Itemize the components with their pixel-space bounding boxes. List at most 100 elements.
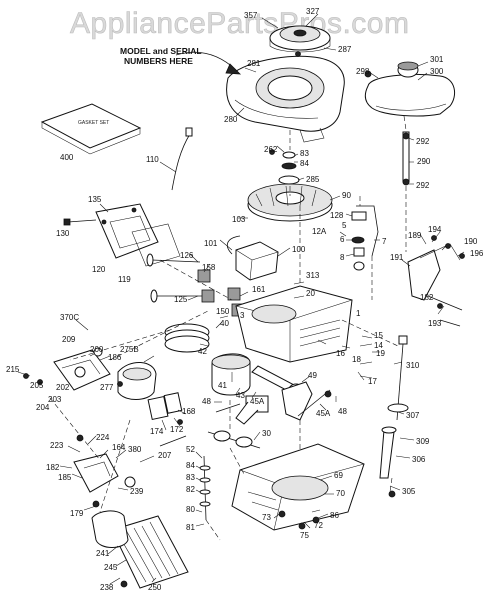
- callout-43: 43: [236, 391, 245, 400]
- governor-parts: [351, 211, 367, 271]
- callout-202: 202: [56, 383, 70, 392]
- callout-49: 49: [308, 371, 317, 380]
- callout-45Ab: 45A: [316, 409, 331, 418]
- callout-310: 310: [406, 361, 420, 370]
- small-hardware: [23, 51, 465, 588]
- air-filter-cover: [91, 510, 129, 548]
- callout-200: 200: [90, 345, 104, 354]
- callout-42: 42: [198, 347, 207, 356]
- air-cleaner-body: [117, 362, 157, 400]
- callout-16: 16: [336, 349, 345, 358]
- callout-84a: 84: [300, 159, 309, 168]
- gasket-119: [131, 223, 181, 267]
- callout-45Aa: 45A: [250, 397, 265, 406]
- callout-189: 189: [408, 231, 422, 240]
- watermark-text: AppliancePartsPros.com: [70, 7, 409, 40]
- callout-73: 73: [262, 513, 271, 522]
- callout-203: 203: [48, 395, 62, 404]
- callout-161: 161: [252, 285, 266, 294]
- callout-307: 307: [406, 411, 420, 420]
- callout-83b: 83: [186, 473, 195, 482]
- callout-209: 209: [62, 335, 76, 344]
- callout-400: 400: [60, 153, 74, 162]
- governor-link: [356, 205, 379, 257]
- callout-86: 86: [330, 511, 339, 520]
- callout-135: 135: [88, 195, 102, 204]
- callout-8: 8: [340, 253, 345, 262]
- control-bracket: [407, 243, 463, 311]
- callout-150: 150: [216, 307, 230, 316]
- callout-370C: 370C: [60, 313, 79, 322]
- callout-48b: 48: [338, 407, 347, 416]
- assembly-dashes: [49, 115, 407, 541]
- carburetor: [53, 349, 111, 391]
- callout-72: 72: [314, 521, 323, 530]
- muffler-gaskets: [147, 392, 183, 421]
- callout-52: 52: [186, 445, 195, 454]
- callout-327: 327: [306, 7, 320, 16]
- callout-100: 100: [292, 245, 306, 254]
- callout-245: 245: [104, 563, 118, 572]
- callout-262: 262: [264, 145, 278, 154]
- piston: [211, 353, 251, 396]
- callout-290: 290: [417, 157, 431, 166]
- callout-70: 70: [336, 489, 345, 498]
- callout-301: 301: [430, 55, 444, 64]
- callout-80: 80: [186, 505, 195, 514]
- gasket-set: GASKET SET: [40, 103, 142, 155]
- note-line-1: MODEL and SERIAL: [120, 46, 202, 56]
- callout-83a: 83: [300, 149, 309, 158]
- air-filter-element: [111, 515, 189, 589]
- callout-6: 6: [340, 235, 345, 244]
- flywheel-nut-stack: [278, 151, 300, 185]
- leader-lines: [17, 13, 465, 585]
- crankshaft: [235, 381, 331, 425]
- callout-305: 305: [402, 487, 416, 496]
- callout-14: 14: [374, 341, 383, 350]
- callout-285: 285: [306, 175, 320, 184]
- callout-125: 125: [174, 295, 188, 304]
- cylinder-block: [235, 285, 353, 363]
- governor-shaft: [199, 455, 211, 521]
- carb-mount-plate: [95, 203, 159, 259]
- callout-172: 172: [170, 425, 184, 434]
- fuel-line: [402, 131, 410, 186]
- callout-126: 126: [180, 251, 194, 260]
- callout-190: 190: [464, 237, 478, 246]
- callout-357: 357: [244, 11, 258, 20]
- callout-298: 298: [356, 67, 370, 76]
- callout-194: 194: [428, 225, 442, 234]
- callout-84b: 84: [186, 461, 195, 470]
- callout-48a: 48: [202, 397, 211, 406]
- callout-120: 120: [92, 265, 106, 274]
- callout-81: 81: [186, 523, 195, 532]
- fuel-pump: [73, 453, 119, 493]
- callout-82: 82: [186, 485, 195, 494]
- gasket-set-label: GASKET SET: [78, 120, 109, 126]
- callout-7: 7: [382, 237, 387, 246]
- ignition-coil: [226, 235, 279, 281]
- callout-380: 380: [128, 445, 142, 454]
- callout-20: 20: [306, 289, 315, 298]
- callout-41: 41: [218, 381, 227, 390]
- callout-292b: 292: [416, 181, 430, 190]
- engine-base: [231, 443, 365, 531]
- callout-309: 309: [416, 437, 430, 446]
- wire-terminal: [185, 127, 193, 137]
- model-serial-note: MODEL and SERIAL NUMBERS HERE: [120, 46, 242, 75]
- callout-174: 174: [150, 427, 164, 436]
- callout-18: 18: [352, 355, 361, 364]
- callout-75: 75: [300, 531, 309, 540]
- callout-281: 281: [247, 59, 261, 68]
- callout-204: 204: [36, 403, 50, 412]
- callout-239: 239: [130, 487, 144, 496]
- ignition-wire: [171, 133, 191, 191]
- callout-103: 103: [232, 215, 246, 224]
- callout-250: 250: [148, 583, 162, 592]
- dipstick: [387, 335, 409, 421]
- callout-19: 19: [376, 349, 385, 358]
- callout-90: 90: [342, 191, 351, 200]
- flywheel: [247, 183, 333, 222]
- piston-rings: [164, 323, 210, 353]
